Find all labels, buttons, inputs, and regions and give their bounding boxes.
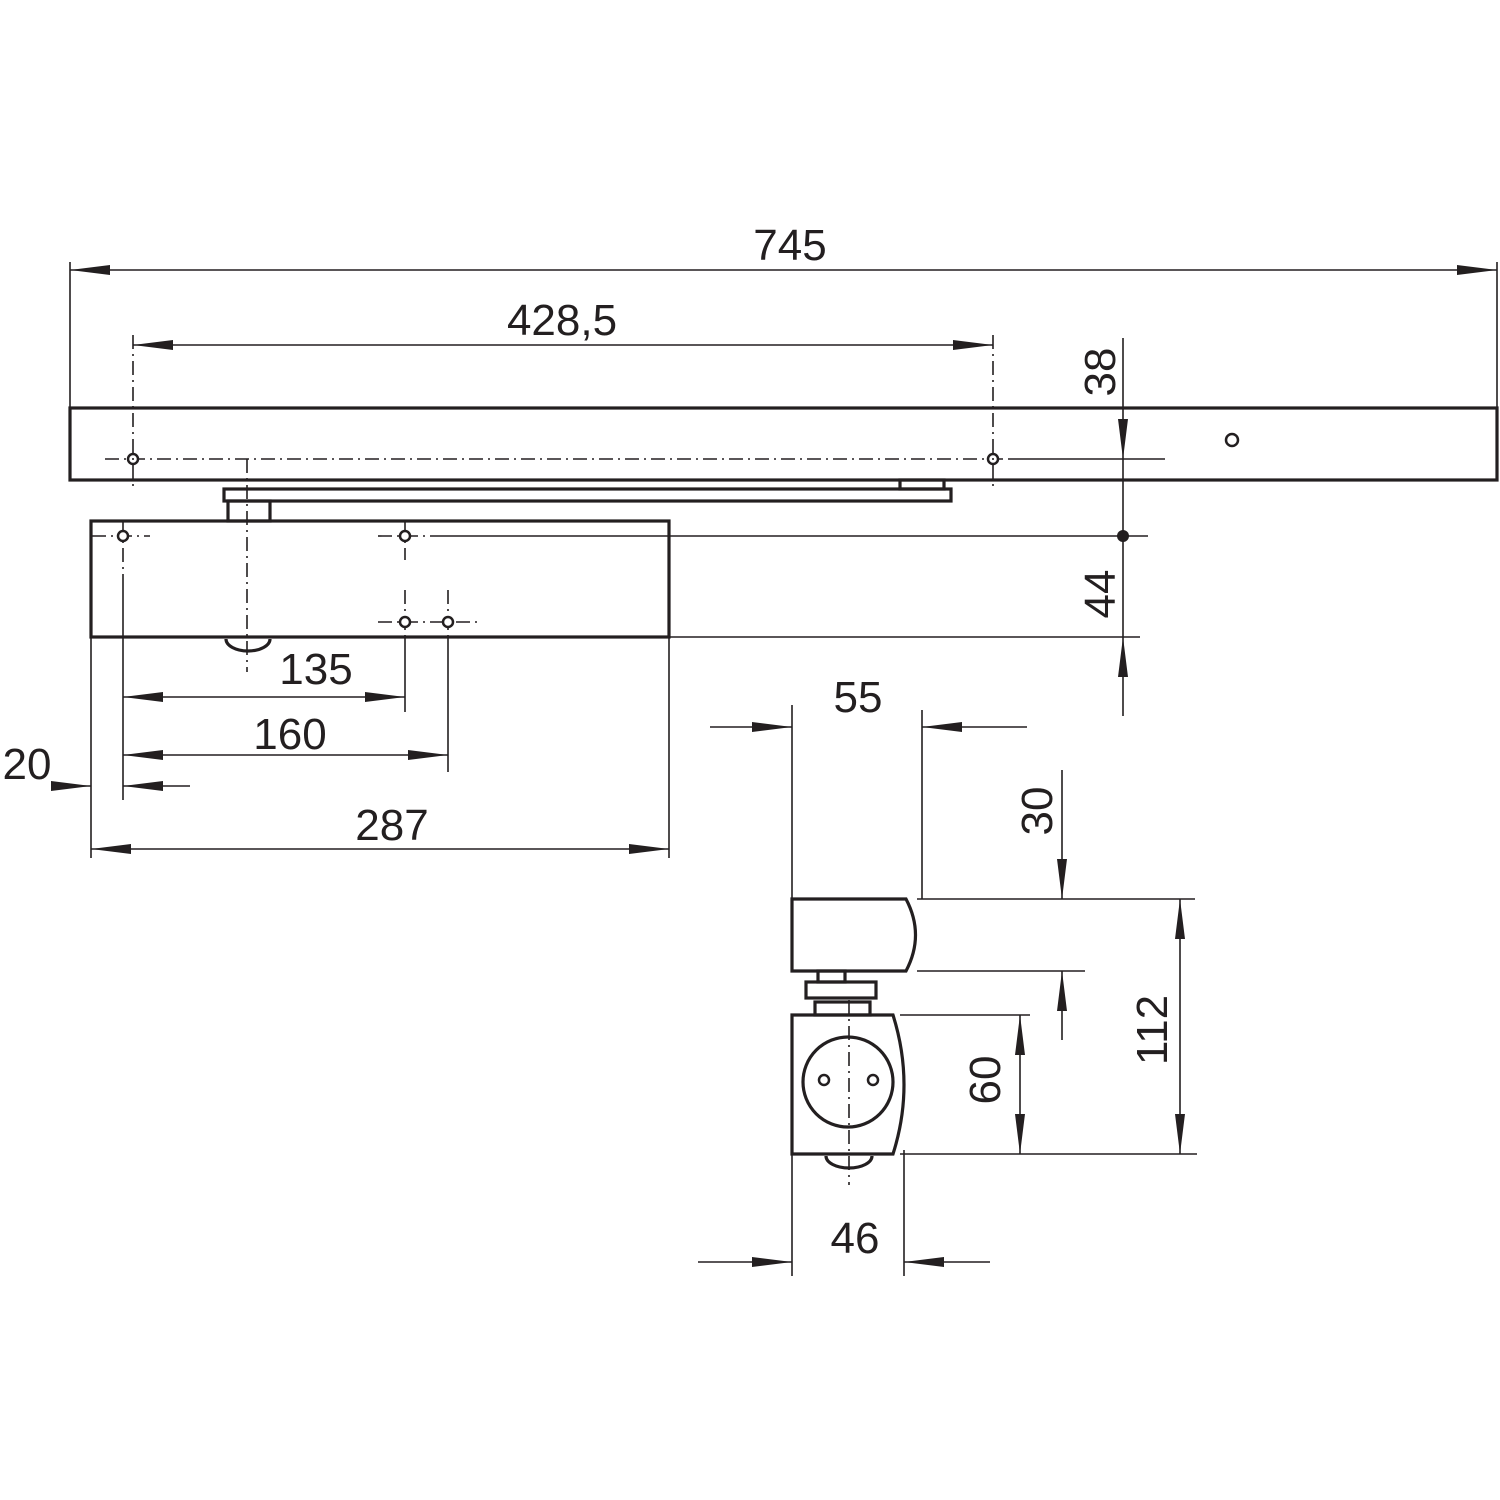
dim-135: 135 bbox=[279, 645, 352, 694]
dim-30: 30 bbox=[1013, 787, 1062, 836]
arm bbox=[222, 478, 953, 523]
body-hole bbox=[398, 529, 412, 543]
dim-55: 55 bbox=[834, 673, 883, 722]
closer-body bbox=[89, 459, 1148, 672]
mount-hole bbox=[866, 1073, 880, 1087]
dim-46: 46 bbox=[831, 1214, 880, 1263]
dim-60: 60 bbox=[961, 1056, 1010, 1105]
body-hole bbox=[441, 615, 455, 629]
dim-38: 38 bbox=[1076, 348, 1125, 397]
dim-112: 112 bbox=[1128, 995, 1177, 1065]
dim-160: 160 bbox=[253, 710, 326, 759]
dim-287: 287 bbox=[355, 801, 428, 850]
body-hole bbox=[116, 529, 130, 543]
body-hole bbox=[398, 615, 412, 629]
dim-745: 745 bbox=[753, 221, 826, 270]
dim-428-5: 428,5 bbox=[507, 296, 617, 345]
rail-end-hole-icon bbox=[1224, 432, 1240, 448]
dim-20: 20 bbox=[3, 740, 52, 789]
side-view bbox=[790, 897, 917, 1185]
mount-hole bbox=[817, 1073, 831, 1087]
dimensions-front: 745 428,5 38 44 135 160 20 287 bbox=[3, 221, 1498, 858]
slide-rail bbox=[68, 406, 1499, 482]
dimensions-side: 55 30 60 112 46 bbox=[698, 673, 1197, 1276]
dim-44: 44 bbox=[1076, 570, 1125, 619]
